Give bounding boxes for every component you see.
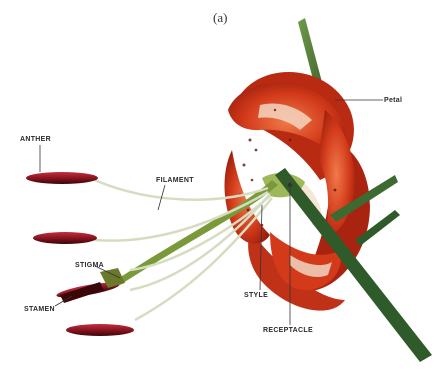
petal-label: Petal bbox=[384, 97, 402, 104]
stigma-label: STIGMA bbox=[75, 262, 104, 269]
anther-label: ANTHER bbox=[20, 136, 51, 143]
stamen-label: STAMEN bbox=[24, 306, 55, 313]
panel-label: (a) bbox=[213, 10, 227, 26]
receptacle-label: RECEPTACLE bbox=[263, 327, 313, 334]
receptacle-dot bbox=[288, 183, 292, 187]
anther-4 bbox=[66, 324, 134, 336]
anther-2 bbox=[33, 232, 97, 244]
filament-label: FILAMENT bbox=[156, 177, 194, 184]
anther-1 bbox=[26, 172, 98, 184]
style-label: STYLE bbox=[244, 292, 268, 299]
